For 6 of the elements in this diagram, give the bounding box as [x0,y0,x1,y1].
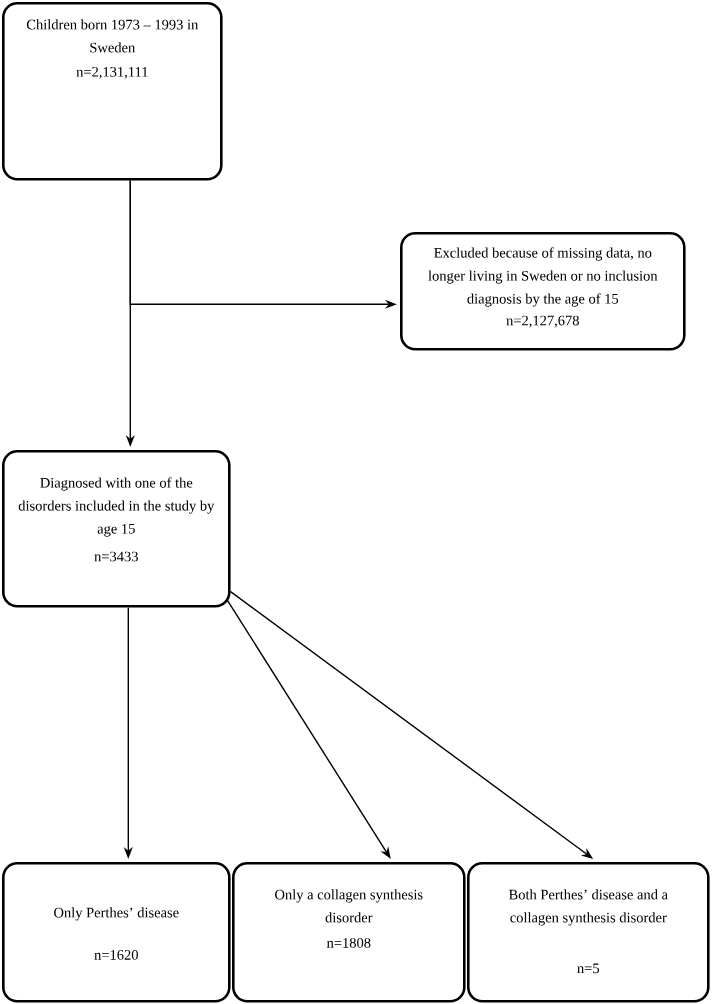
process-box: Both Perthes’ disease and a collagen synthesis disorder n=5 [467,862,710,1003]
process-box: Only Perthes’ disease n=1620 [2,862,231,1003]
process-box: Diagnosed with one of the disorders included in the study by age 15 n=3433 [2,450,231,608]
process-box: Excluded because of missing data, no longer living in Sweden or no inclusion diagnosis by the age of 15 n=2,127,678 [400,232,686,351]
process-box: Children born 1973 – 1993 in Sweden n=2,131,111 [2,2,223,181]
process-box: Only a collagen synthesis disorder n=1808 [232,862,466,1003]
